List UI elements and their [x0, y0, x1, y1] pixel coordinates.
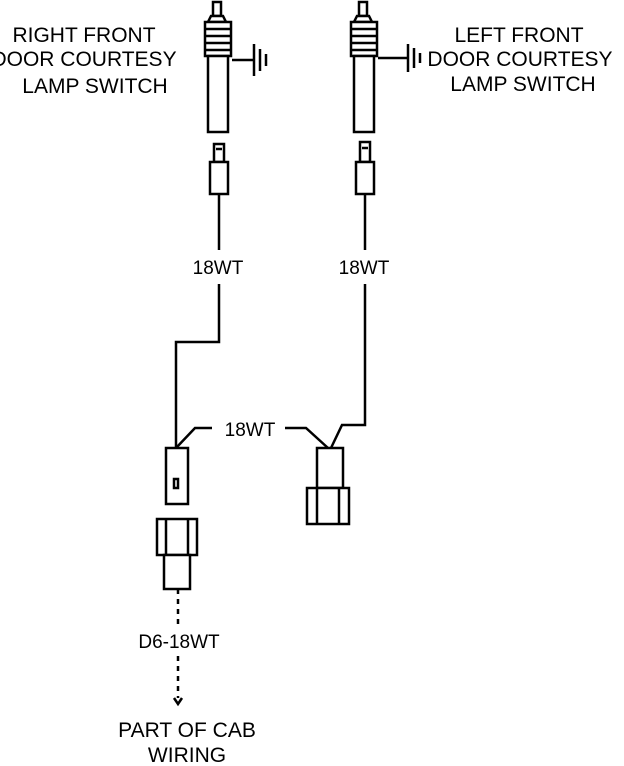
left-connector — [305, 446, 351, 526]
right-connector-male — [155, 517, 199, 591]
left-switch-terminal — [354, 140, 376, 196]
right-switch-ground-icon — [232, 44, 268, 76]
cab-wiring-label-line-1: PART OF CAB — [118, 719, 256, 742]
left-switch-label-line-1: LEFT FRONT — [454, 24, 583, 47]
cab-wiring-label-line-2: WIRING — [148, 744, 226, 766]
right-switch-label-line-2: DOOR COURTESY — [0, 48, 177, 71]
cab-wire-end-icon — [172, 697, 184, 707]
junction-wire — [175, 426, 329, 449]
left-switch-label-line-3: LAMP SWITCH — [450, 73, 595, 96]
cab-wiring-label: PART OF CAB WIRING — [118, 719, 256, 766]
left-switch-ground-icon — [378, 44, 422, 72]
right-wire-label: 18WT — [193, 258, 244, 279]
junction-wire-label: 18WT — [225, 420, 276, 441]
left-wire-label: 18WT — [339, 258, 390, 279]
right-switch-label: RIGHT FRONT DOOR COURTESY LAMP SWITCH — [0, 24, 177, 98]
left-front-door-switch — [349, 0, 379, 134]
right-switch-terminal — [208, 142, 230, 196]
cab-wire-label: D6-18WT — [138, 632, 220, 653]
left-switch-label: LEFT FRONT DOOR COURTESY LAMP SWITCH — [427, 24, 612, 96]
right-wire — [174, 194, 221, 448]
right-connector-female — [164, 446, 190, 506]
left-switch-label-line-2: DOOR COURTESY — [427, 48, 612, 71]
left-wire — [329, 194, 367, 449]
right-switch-label-line-3: LAMP SWITCH — [22, 75, 167, 98]
right-switch-label-line-1: RIGHT FRONT — [12, 24, 155, 47]
right-front-door-switch — [203, 0, 233, 134]
